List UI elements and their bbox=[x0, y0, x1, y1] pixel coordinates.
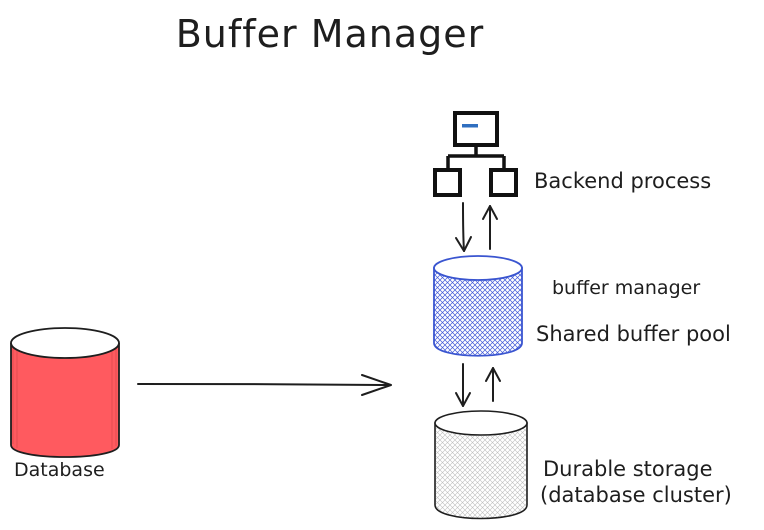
backend-process-label: Backend process bbox=[534, 169, 711, 193]
buffer-to-storage-arrow bbox=[455, 363, 471, 407]
database-cylinder bbox=[10, 327, 120, 458]
storage-to-buffer-arrow bbox=[485, 367, 501, 402]
database-cluster-label: (database cluster) bbox=[540, 483, 732, 507]
buffer-manager-caption: buffer manager bbox=[552, 277, 700, 299]
database-label: Database bbox=[14, 459, 105, 481]
buffer-to-backend-arrow bbox=[482, 205, 498, 250]
backend-to-buffer-arrow bbox=[455, 202, 472, 252]
diagram-title: Buffer Manager bbox=[176, 12, 485, 56]
network-icon bbox=[433, 111, 518, 197]
durable-storage-cylinder bbox=[434, 410, 528, 520]
shared-buffer-pool-label: Shared buffer pool bbox=[536, 322, 731, 346]
durable-storage-label: Durable storage bbox=[543, 457, 713, 481]
database-to-pipeline-arrow bbox=[137, 374, 392, 396]
shared-buffer-pool-cylinder bbox=[433, 255, 523, 357]
